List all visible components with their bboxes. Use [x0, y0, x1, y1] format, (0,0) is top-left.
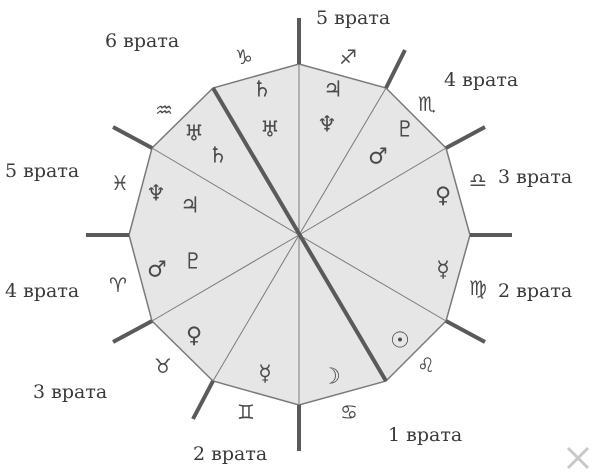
gate-label-bottom-right: 1 врата: [388, 424, 462, 446]
pluto-icon: ♇: [395, 118, 415, 143]
mercury-icon: ☿: [436, 258, 450, 283]
saturn-icon: ♄: [208, 144, 228, 169]
mars-icon: ♂: [368, 145, 388, 170]
watermark-icon: [566, 446, 590, 470]
main-axis: [211, 86, 388, 383]
jupiter-icon: ♃: [323, 78, 343, 103]
venus-icon: ♀: [186, 324, 202, 349]
gate-label-right-upper: 3 врата: [498, 166, 572, 188]
capricorn-icon: ♑: [235, 45, 253, 69]
gate-label-left-upper: 5 врата: [5, 160, 79, 182]
sun-icon: ☉: [390, 329, 410, 354]
gate-label-top: 5 врата: [316, 7, 390, 29]
mars-icon: ♂: [147, 258, 167, 283]
taurus-icon: ♉: [154, 354, 172, 378]
gate-label-bottom: 2 врата: [193, 443, 267, 465]
libra-icon: ♎: [469, 168, 487, 192]
uranus-icon: ♅: [184, 122, 204, 147]
neptune-icon: ♆: [317, 113, 337, 138]
gate-ticks: [86, 18, 512, 451]
gemini-icon: ♊: [237, 400, 255, 424]
pluto-icon: ♇: [183, 250, 203, 275]
moon-icon: ☽: [321, 365, 341, 390]
mercury-icon: ☿: [258, 362, 272, 387]
uranus-icon: ♅: [260, 118, 280, 143]
sector-lines: [151, 64, 447, 405]
cancer-icon: ♋: [340, 400, 358, 424]
gate-label-upper-right: 4 врата: [444, 69, 518, 91]
gate-label-left-lower: 4 врата: [5, 280, 79, 302]
pisces-icon: ♓: [111, 171, 129, 195]
gate-label-right-lower: 2 врата: [498, 280, 572, 302]
virgo-icon: ♍: [469, 276, 487, 300]
sagittarius-icon: ♐: [339, 45, 357, 69]
gate-label-top-left: 6 врата: [105, 30, 179, 52]
scorpio-icon: ♏: [418, 92, 436, 116]
aquarius-icon: ♒: [155, 98, 173, 122]
venus-icon: ♀: [435, 184, 451, 209]
leo-icon: ♌: [417, 353, 435, 377]
neptune-icon: ♆: [146, 182, 166, 207]
saturn-icon: ♄: [252, 78, 272, 103]
aries-icon: ♈: [109, 273, 127, 297]
jupiter-icon: ♃: [180, 194, 200, 219]
gate-label-lower-left: 3 врата: [33, 381, 107, 403]
